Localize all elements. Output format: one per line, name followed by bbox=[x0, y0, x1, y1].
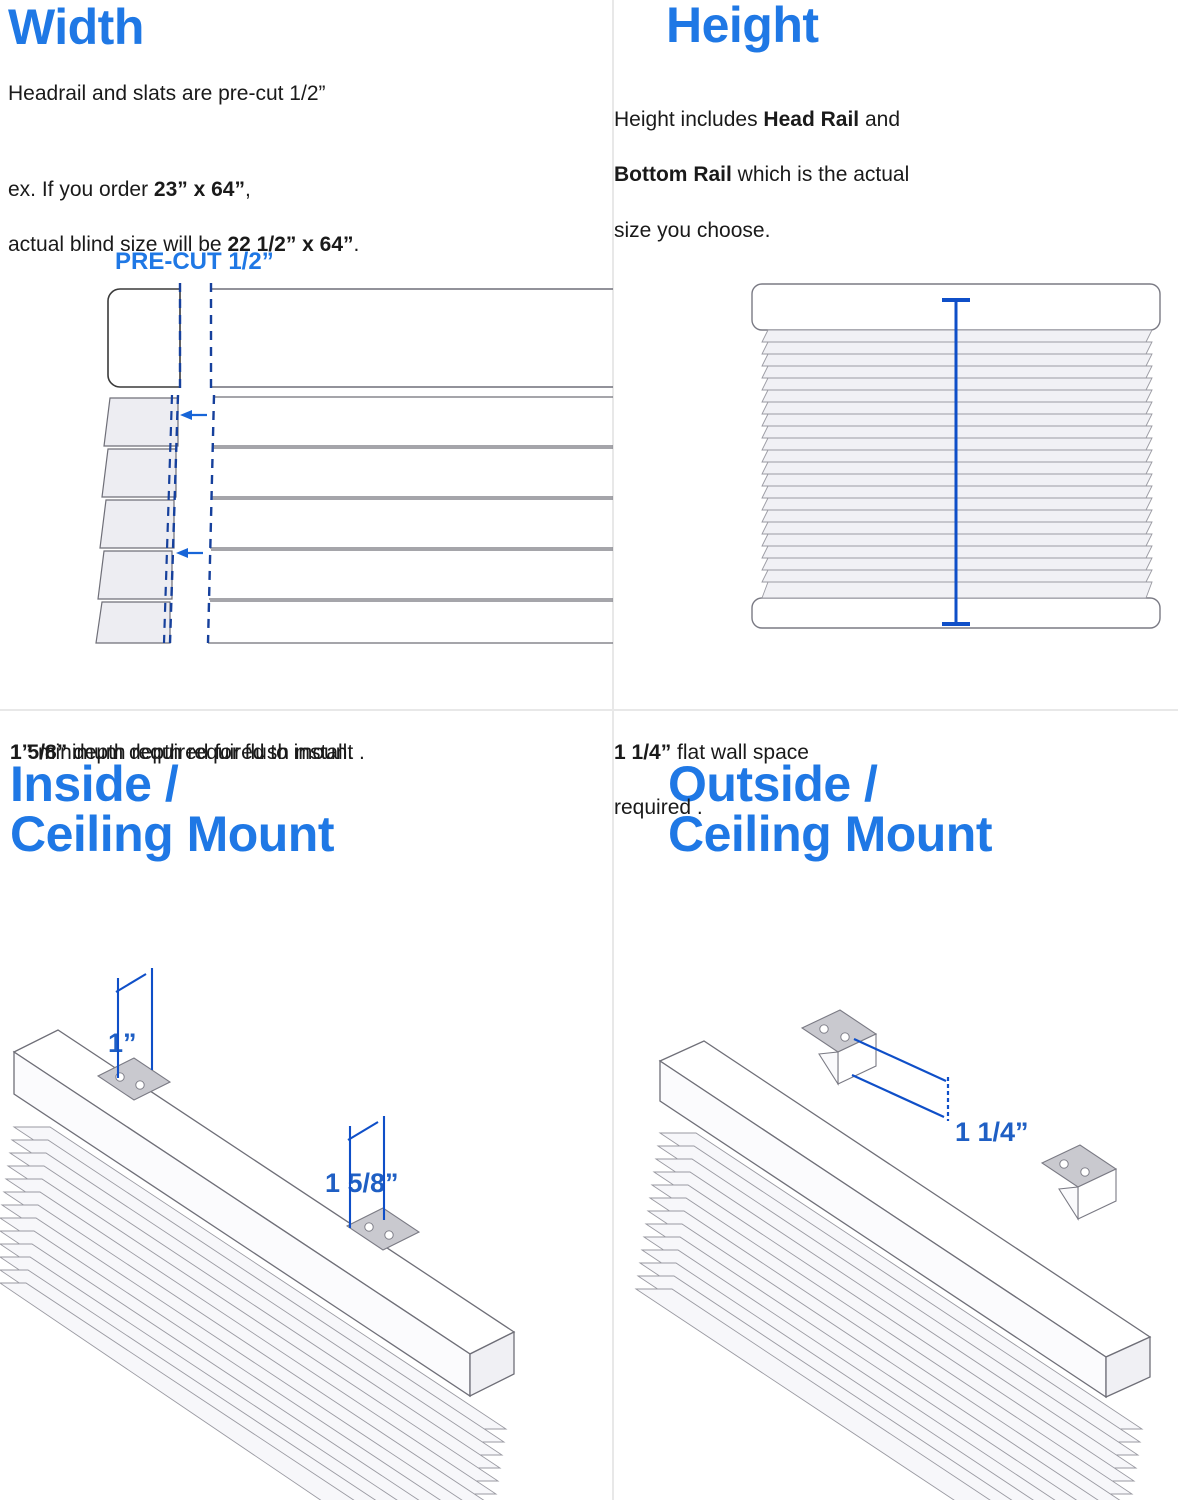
slat-body bbox=[211, 447, 613, 498]
panel-width: Width Headrail and slats are pre-cut 1/2… bbox=[0, 0, 613, 709]
slat bbox=[634, 1288, 991, 1500]
isometric-blind bbox=[0, 1029, 516, 1500]
cut-arrow bbox=[176, 548, 203, 558]
cut-arrow bbox=[180, 410, 207, 420]
dimension-label-one-and-quarter: 1 1/4” bbox=[955, 1117, 1029, 1147]
order-line: ex. If you order 23” x 64”, bbox=[8, 177, 251, 201]
dimension-leader-one-inch bbox=[115, 968, 154, 1078]
slat-body bbox=[209, 549, 613, 600]
panel-width-paragraph-2: ex. If you order 23” x 64”, actual blind… bbox=[8, 148, 528, 259]
height-diagram bbox=[751, 283, 1161, 629]
headrail-end-cap bbox=[1105, 1335, 1151, 1399]
cut-line-left bbox=[168, 283, 182, 644]
cut-line-right bbox=[206, 283, 216, 644]
slat-group bbox=[95, 396, 613, 644]
panel-inside-mount-heading: Inside / Ceiling Mount bbox=[10, 756, 335, 862]
outside-mount-diagram bbox=[634, 1009, 1152, 1500]
slat-offcut bbox=[103, 397, 179, 447]
slat bbox=[0, 1282, 355, 1500]
ordered-size: 23” x 64” bbox=[153, 177, 245, 201]
panel-inside-mount-paragraph-1: 1” minimum depth required to install. bbox=[10, 740, 354, 764]
headrail-offcut bbox=[107, 288, 181, 388]
precut-label: PRE-CUT 1/2” bbox=[115, 248, 274, 275]
slat-body bbox=[210, 498, 613, 549]
slat-body bbox=[208, 600, 613, 644]
dimension-leader-one-five-eighths bbox=[347, 1116, 386, 1228]
mounting-bracket bbox=[1040, 1144, 1118, 1221]
slat-body bbox=[212, 396, 613, 447]
vertical-divider bbox=[612, 0, 614, 1500]
dimension-label-one-five-eighths: 1 5/8” bbox=[325, 1168, 399, 1198]
isometric-blind bbox=[634, 1040, 1152, 1500]
panel-width-paragraph-1: Headrail and slats are pre-cut 1/2” bbox=[8, 82, 326, 105]
panel-outside-mount-paragraph: 1 1/4” flat wall space required . bbox=[614, 740, 809, 820]
slat-offcut bbox=[99, 499, 175, 549]
slat-offcut bbox=[95, 601, 171, 644]
panel-inside-mount: Inside / Ceiling Mount 1” minimum depth … bbox=[0, 711, 612, 1500]
outside-wall-space: 1 1/4” bbox=[614, 740, 672, 764]
panel-height-paragraph: Height includes Head Rail and Bottom Rai… bbox=[614, 107, 910, 242]
mounting-bracket bbox=[345, 1207, 421, 1251]
dimension-label-one-inch: 1” bbox=[108, 1028, 137, 1058]
width-diagram bbox=[95, 283, 613, 644]
panel-height-heading: Height bbox=[666, 0, 819, 53]
inside-flush-depth: 1 5/8” bbox=[10, 740, 68, 764]
headrail-body bbox=[211, 288, 613, 388]
actual-line: actual blind size will be 22 1/2” x 64”. bbox=[8, 233, 360, 257]
bottom-rail-term: Bottom Rail bbox=[614, 163, 732, 187]
horizontal-divider bbox=[0, 709, 1178, 711]
inside-min-depth: 1” bbox=[10, 740, 33, 764]
headrail-end-cap bbox=[469, 1330, 515, 1398]
mounting-bracket bbox=[96, 1057, 172, 1101]
slat-offcut bbox=[97, 550, 173, 600]
slat-stack bbox=[634, 1132, 1144, 1500]
mounting-bracket bbox=[800, 1009, 878, 1086]
panel-outside-mount-heading: Outside / Ceiling Mount bbox=[668, 756, 993, 862]
panel-inside-mount-paragraph-2: 1 5/8” depth required for flush mount . bbox=[10, 740, 365, 764]
head-rail-term: Head Rail bbox=[763, 107, 860, 131]
height-measure-line bbox=[942, 298, 970, 626]
slat-stack bbox=[0, 1126, 508, 1500]
panel-height: Height Height includes Head Rail and Bot… bbox=[614, 0, 1178, 709]
inside-mount-diagram bbox=[0, 968, 516, 1500]
slat-offcut bbox=[101, 448, 177, 498]
actual-size: 22 1/2” x 64” bbox=[227, 233, 354, 257]
dimension-leader-one-and-quarter bbox=[851, 1037, 950, 1121]
panel-outside-mount: Outside / Ceiling Mount 1 1/4” flat wall… bbox=[614, 711, 1178, 1500]
panel-width-heading: Width bbox=[8, 0, 144, 55]
